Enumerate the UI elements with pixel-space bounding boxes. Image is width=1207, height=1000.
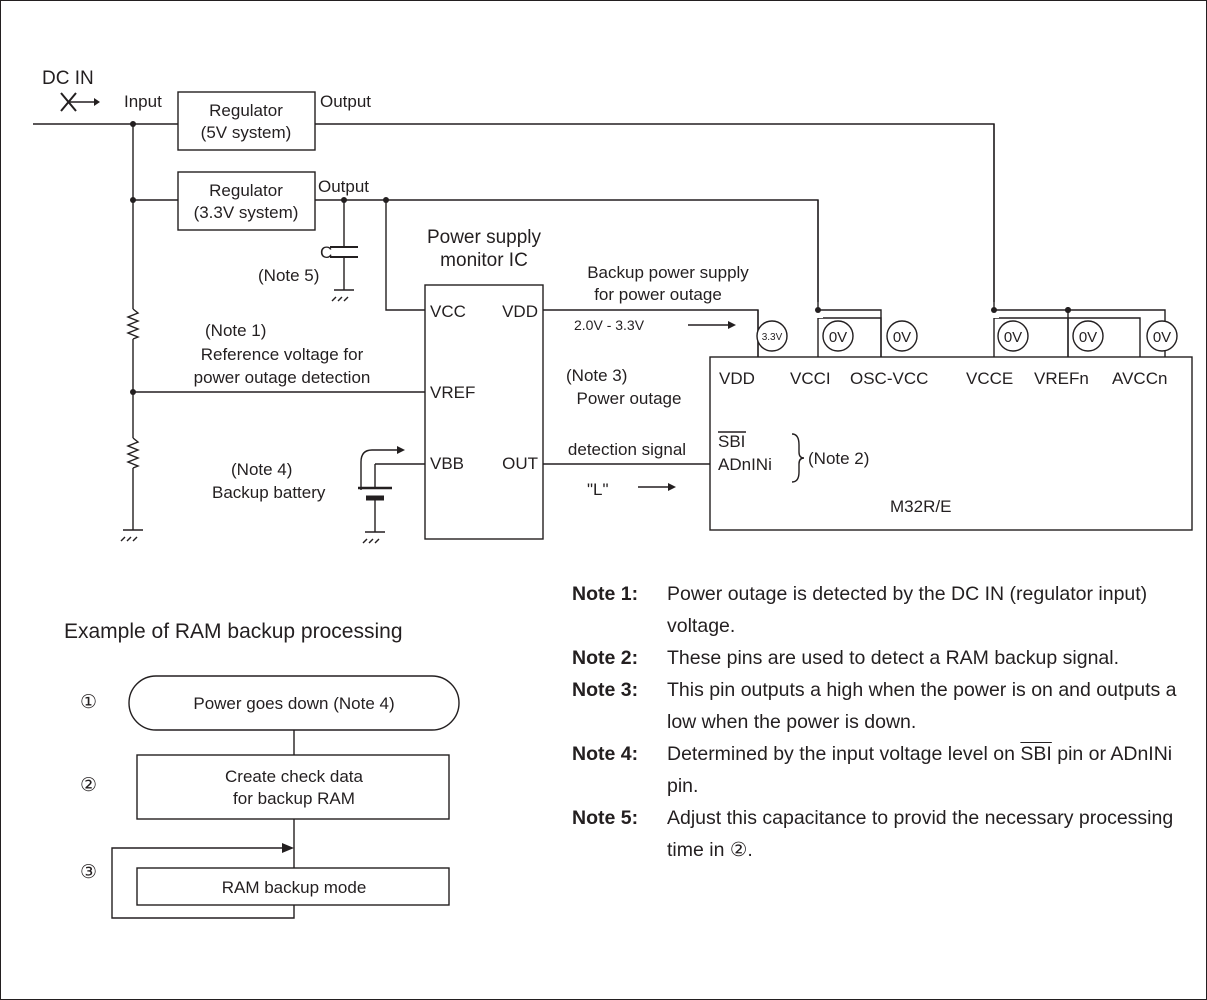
monitor-title-line1: Power supply [427, 227, 542, 248]
monitor-title-line2: monitor IC [440, 250, 528, 271]
step2-number: ② [80, 775, 97, 796]
pin-out: OUT [502, 454, 538, 473]
arrow-right-icon [688, 321, 736, 329]
sbi-overline-text: SBI [1020, 743, 1052, 765]
note-label: Note 4: [572, 743, 639, 765]
svg-text:0V: 0V [1079, 329, 1097, 346]
notes-list: Note 1: Power outage is detected by the … [572, 578, 1192, 866]
regulator-33v-box [177, 171, 316, 231]
vcc-wire [385, 200, 425, 311]
mcu-pin-vcci: VCCI [790, 369, 831, 388]
voltage-badge-avccn: 0V [1146, 320, 1178, 352]
input-label: Input [124, 92, 162, 111]
mcu-pin-osc-vcc: OSC-VCC [850, 369, 928, 388]
capacitor-icon [330, 200, 358, 302]
note1-ref: (Note 1) [205, 321, 266, 340]
mcu-pin-vrefn: VREFn [1034, 369, 1089, 388]
signal-level: "L" [587, 480, 609, 499]
pin-vdd-monitor: VDD [502, 302, 538, 321]
mcu-pin-sbi: SBI [718, 432, 745, 451]
dc-in-label: DC IN [42, 68, 94, 89]
voltage-badge-vdd: 3.3V [756, 320, 788, 352]
svg-text:3.3V: 3.3V [762, 332, 783, 343]
note-text: pin or ADnINi pin. [667, 743, 1173, 797]
regulator-33v-line1: Regulator [209, 181, 283, 200]
ref-voltage-line2: power outage detection [194, 368, 371, 387]
step2-text-line1: Create check data [225, 767, 364, 786]
note-label: Note 1: [572, 583, 639, 605]
step2-process [136, 754, 450, 820]
step3-number: ③ [80, 862, 97, 883]
svg-text:0V: 0V [1153, 329, 1171, 346]
dc-in-connector-icon [60, 92, 100, 112]
pin-vcc: VCC [430, 302, 466, 321]
note-1: Note 1: Power outage is detected by the … [572, 578, 1192, 642]
step3-text: RAM backup mode [222, 878, 367, 897]
battery-label: Backup battery [212, 483, 326, 502]
output-label-5v: Output [320, 92, 371, 111]
step3-process [136, 867, 450, 906]
step2-text-line2: for backup RAM [233, 789, 355, 808]
mcu-pin-avccn: AVCCn [1112, 369, 1167, 388]
regulator-33v-line2: (3.3V system) [194, 203, 299, 222]
arrow-right-icon [638, 483, 676, 491]
regulator-5v-box [177, 91, 316, 151]
voltage-badge-vcci: 0V [822, 320, 854, 352]
mcu-pin-vcce: VCCE [966, 369, 1013, 388]
monitor-ic-box [424, 284, 544, 540]
voltage-badge-osc-vcc: 0V [886, 320, 918, 352]
step1-number: ① [80, 692, 97, 713]
svg-text:0V: 0V [893, 329, 911, 346]
detect-signal-line1: Power outage [577, 389, 682, 408]
battery-icon [358, 463, 425, 544]
backup-supply-line2: for power outage [594, 285, 722, 304]
ref-voltage-line1: Reference voltage for [201, 345, 364, 364]
detect-signal-line2: detection signal [568, 440, 686, 459]
backup-supply-line1: Backup power supply [587, 263, 749, 282]
resistor-lower-icon [126, 437, 140, 469]
note-5: Note 5: Adjust this capacitance to provi… [572, 802, 1192, 866]
svg-text:0V: 0V [829, 329, 847, 346]
note2-ref: (Note 2) [808, 449, 869, 468]
step1-text: Power goes down (Note 4) [193, 694, 394, 713]
note-3: Note 3: This pin outputs a high when the… [572, 674, 1192, 738]
note-text: These pins are used to detect a RAM back… [667, 647, 1120, 669]
backup-voltage-range: 2.0V - 3.3V [574, 317, 645, 333]
33v-output-wire [315, 199, 819, 318]
charge-arrow-icon [360, 446, 405, 490]
note-text: Adjust this capacitance to provid the ne… [667, 807, 1174, 861]
mcu-pin-vdd: VDD [719, 369, 755, 388]
flow-title: Example of RAM backup processing [64, 620, 403, 643]
capacitor-label: C [320, 243, 332, 262]
note3-ref: (Note 3) [566, 366, 627, 385]
output-label-33v: Output [318, 177, 369, 196]
note-4: Note 4: Determined by the input voltage … [572, 738, 1192, 802]
note-label: Note 2: [572, 647, 639, 669]
brace-icon [791, 433, 805, 483]
mcu-name: M32R/E [890, 497, 951, 516]
pin-vref: VREF [430, 383, 475, 402]
note-text: Determined by the input voltage level on [667, 743, 1021, 765]
voltage-badge-vcce: 0V [997, 320, 1029, 352]
note-2: Note 2: These pins are used to detect a … [572, 642, 1192, 674]
voltage-badge-vrefn: 0V [1072, 320, 1104, 352]
ground-left-icon [120, 529, 143, 542]
mcu-box [709, 356, 1193, 531]
note-label: Note 5: [572, 807, 639, 829]
svg-text:0V: 0V [1004, 329, 1022, 346]
note-text: This pin outputs a high when the power i… [667, 679, 1177, 733]
note-label: Note 3: [572, 679, 639, 701]
pin-vbb: VBB [430, 454, 464, 473]
mcu-pin-adnini: ADnINi [718, 455, 772, 474]
note-text: Power outage is detected by the DC IN (r… [667, 583, 1148, 637]
loop-arrow [111, 843, 295, 919]
note4-ref: (Note 4) [231, 460, 292, 479]
regulator-5v-line1: Regulator [209, 101, 283, 120]
capacitor-note: (Note 5) [258, 266, 319, 285]
regulator-5v-line2: (5V system) [201, 123, 292, 142]
